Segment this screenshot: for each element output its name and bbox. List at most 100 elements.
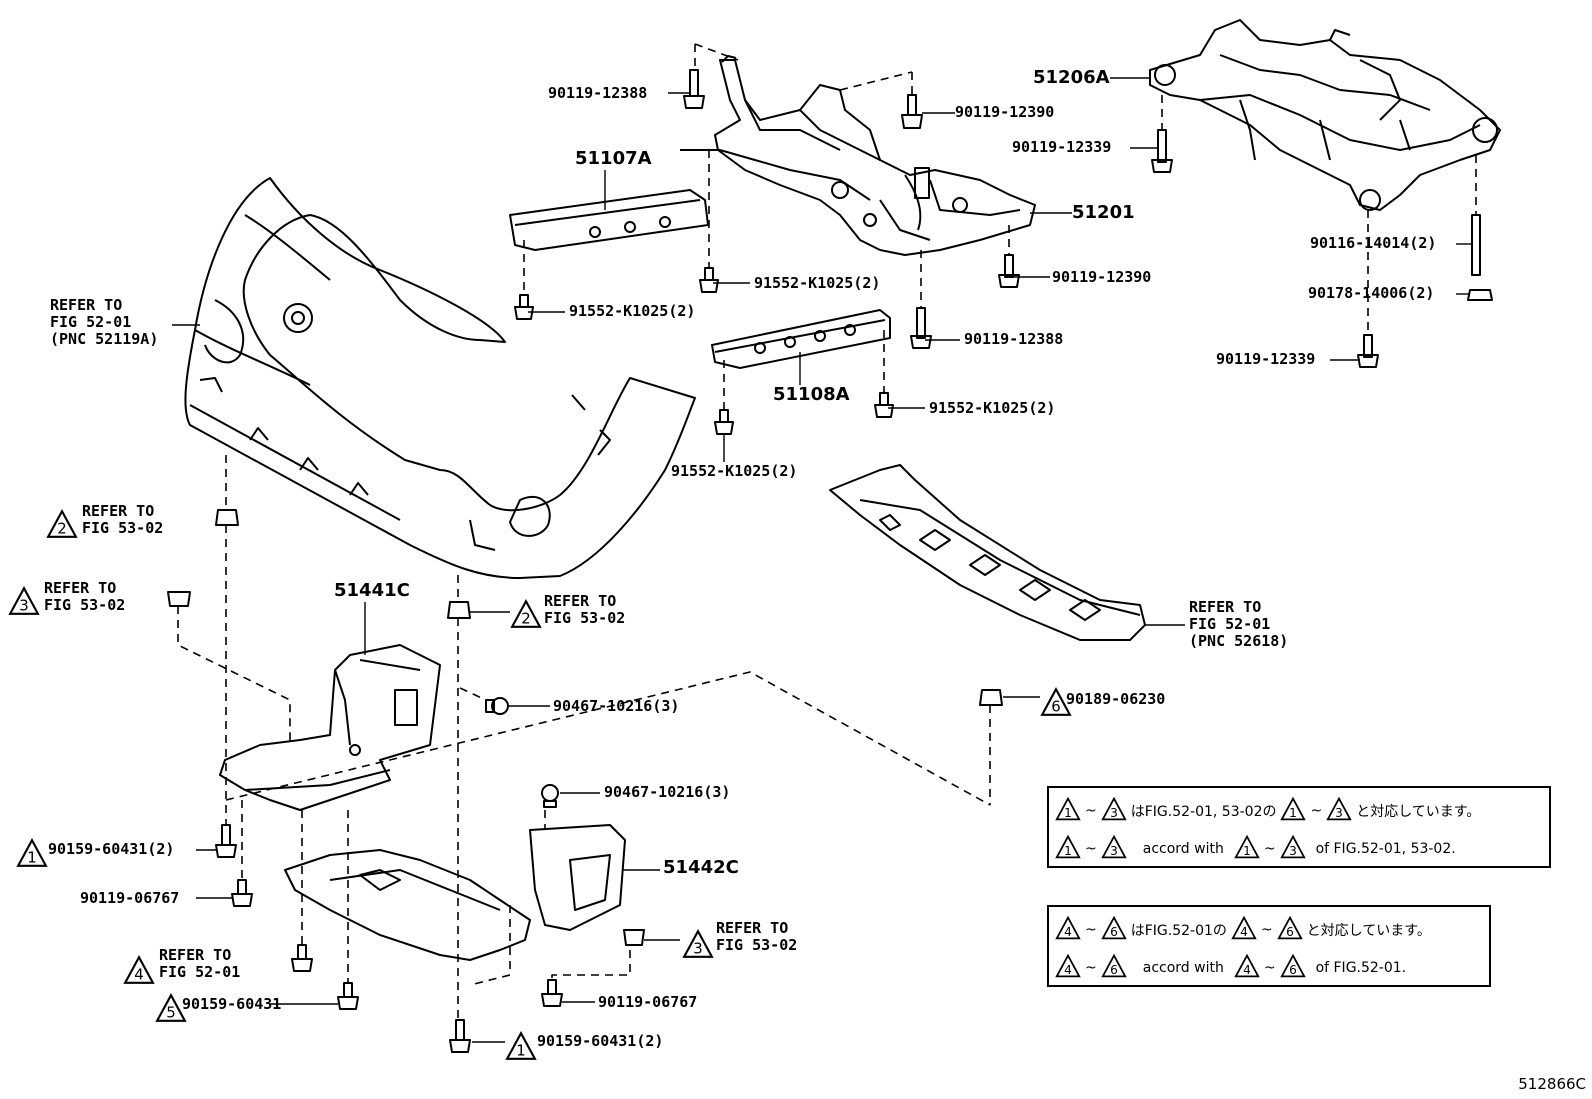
triangle-number: 1 bbox=[1243, 844, 1251, 858]
part-label-90159-60431-bottom: 90159-60431(2) bbox=[537, 1032, 664, 1050]
bolt-90119-12390-top bbox=[901, 94, 923, 129]
bolt-91552-a bbox=[699, 267, 719, 293]
part-label-90159-60431-left: 90159-60431(2) bbox=[48, 840, 175, 858]
triangle-number: 2 bbox=[57, 520, 67, 538]
front-suspension-crossmember bbox=[680, 55, 1036, 256]
refer-line-a: REFER TO bbox=[82, 502, 155, 520]
triangle-number: 6 bbox=[1051, 698, 1061, 716]
screw-90467-b bbox=[541, 784, 559, 808]
front-bumper-cover bbox=[184, 177, 696, 579]
note-text: of FIG.52-01. bbox=[1315, 960, 1407, 976]
part-label-90119-12339-top: 90119-12339 bbox=[1012, 138, 1112, 156]
refer-line-b: FIG 52-01 bbox=[50, 313, 132, 331]
part-label-91552-k1025-b: 91552-K1025(2) bbox=[569, 302, 696, 320]
note-line-ja: 4 ~ 6 はFIG.52-01の 4 ~ 6 と対応しています。 bbox=[1055, 915, 1431, 945]
refer-line-c: (PNC 52119A) bbox=[50, 330, 159, 348]
triangle-number: 4 bbox=[1064, 963, 1072, 977]
triangle-number: 6 bbox=[1286, 925, 1294, 939]
triangle-marker-3-left: 3 bbox=[8, 585, 40, 621]
triangle-icon: 4 bbox=[1234, 953, 1260, 983]
refer-line-a: REFER TO bbox=[716, 919, 789, 937]
refer-line-b: FIG 53-02 bbox=[544, 609, 626, 627]
triangle-marker-1-left: 1 bbox=[16, 837, 48, 873]
bracket-51107a bbox=[509, 189, 709, 251]
part-label-90467-10216-a: 90467-10216(3) bbox=[553, 697, 680, 715]
refer-label-2-center: REFER TO FIG 53-02 bbox=[544, 593, 625, 627]
part-label-51201: 51201 bbox=[1072, 202, 1135, 223]
part-label-90116-14014: 90116-14014(2) bbox=[1310, 234, 1437, 252]
note-text: accord with bbox=[1142, 960, 1224, 976]
stud-90116-14014 bbox=[1471, 214, 1481, 276]
triangle-marker-3-right: 3 bbox=[682, 928, 714, 964]
triangle-number: 1 bbox=[1290, 806, 1298, 820]
triangle-number: 1 bbox=[1064, 806, 1072, 820]
part-label-91552-k1025-c: 91552-K1025(2) bbox=[929, 399, 1056, 417]
triangle-icon: 4 bbox=[1055, 915, 1081, 945]
note-line-en: 4 ~ 6 accord with 4 ~ 6 of FIG.52-01. bbox=[1055, 953, 1406, 983]
refer-label-2-left: REFER TO FIG 53-02 bbox=[82, 503, 163, 537]
lower-cover-right bbox=[829, 464, 1146, 641]
part-label-90159-60431: 90159-60431 bbox=[182, 995, 282, 1013]
clip-left bbox=[167, 591, 191, 607]
bolt-90119-12388-mid bbox=[910, 307, 932, 349]
part-label-91552-k1025-a: 91552-K1025(2) bbox=[754, 274, 881, 292]
triangle-number: 4 bbox=[1243, 963, 1251, 977]
note-text: of FIG.52-01, 53-02. bbox=[1315, 841, 1456, 857]
part-label-90119-12388-mid: 90119-12388 bbox=[964, 330, 1064, 348]
bolt-91552-d bbox=[714, 409, 734, 435]
triangle-number: 4 bbox=[134, 966, 144, 984]
part-label-51442c: 51442C bbox=[663, 857, 739, 878]
tilde: ~ bbox=[1085, 922, 1097, 938]
bolt-90159-bottom bbox=[449, 1019, 471, 1053]
triangle-number: 6 bbox=[1110, 963, 1118, 977]
triangle-number: 1 bbox=[516, 1042, 526, 1060]
triangle-number: 3 bbox=[1110, 844, 1118, 858]
triangle-number: 3 bbox=[1110, 806, 1118, 820]
leader-lines bbox=[172, 77, 1472, 1043]
refer-line-a: REFER TO bbox=[544, 592, 617, 610]
note-box-4-6: 4 ~ 6 はFIG.52-01の 4 ~ 6 と対応しています。 4 ~ 6 … bbox=[1047, 905, 1491, 987]
triangle-icon: 3 bbox=[1326, 796, 1352, 826]
triangle-icon: 3 bbox=[1101, 834, 1127, 864]
refer-line-c: (PNC 52618) bbox=[1189, 632, 1289, 650]
refer-label-3-right: REFER TO FIG 53-02 bbox=[716, 920, 797, 954]
tilde: ~ bbox=[1085, 841, 1097, 857]
nut-90178-14006 bbox=[1467, 289, 1493, 301]
rear-suspension-member bbox=[1149, 19, 1501, 211]
note-text: と対応しています。 bbox=[1356, 804, 1481, 820]
tilde: ~ bbox=[1085, 803, 1097, 819]
part-label-90178-14006: 90178-14006(2) bbox=[1308, 284, 1435, 302]
bolt-90119-12339-bottom bbox=[1357, 334, 1379, 368]
bolt-91552-c bbox=[874, 392, 894, 418]
tilde: ~ bbox=[1310, 803, 1323, 819]
tilde: ~ bbox=[1260, 922, 1273, 938]
bolt-90119-06767-left bbox=[231, 879, 253, 907]
part-label-51206a: 51206A bbox=[1033, 67, 1110, 88]
refer-label-bumper: REFER TO FIG 52-01 (PNC 52119A) bbox=[50, 297, 158, 348]
note-text: はFIG.52-01, 53-02の bbox=[1130, 804, 1277, 820]
refer-line-a: REFER TO bbox=[44, 579, 117, 597]
clip-90189 bbox=[979, 689, 1003, 706]
triangle-marker-1-bottom: 1 bbox=[505, 1030, 537, 1066]
refer-line-a: REFER TO bbox=[50, 296, 123, 314]
bolt-90119-12390-mid bbox=[998, 254, 1020, 288]
triangle-number: 1 bbox=[27, 849, 37, 867]
part-label-90467-10216-b: 90467-10216(3) bbox=[604, 783, 731, 801]
triangle-marker-6: 6 bbox=[1040, 686, 1072, 722]
refer-line-b: FIG 52-01 bbox=[1189, 615, 1271, 633]
part-label-51108a: 51108A bbox=[773, 384, 850, 405]
triangle-marker-2-left: 2 bbox=[46, 508, 78, 544]
clip-center bbox=[447, 601, 471, 619]
clip-right-lower bbox=[623, 929, 645, 946]
note-text: accord with bbox=[1142, 841, 1224, 857]
part-label-90119-06767-right: 90119-06767 bbox=[598, 993, 698, 1011]
triangle-icon: 6 bbox=[1279, 953, 1306, 983]
triangle-number: 4 bbox=[1064, 925, 1072, 939]
tilde: ~ bbox=[1263, 841, 1276, 857]
refer-line-a: REFER TO bbox=[159, 946, 232, 964]
triangle-icon: 4 bbox=[1231, 915, 1257, 945]
refer-line-b: FIG 53-02 bbox=[716, 936, 798, 954]
part-label-91552-k1025-d: 91552-K1025(2) bbox=[671, 462, 798, 480]
part-label-90119-06767-left: 90119-06767 bbox=[80, 889, 180, 907]
